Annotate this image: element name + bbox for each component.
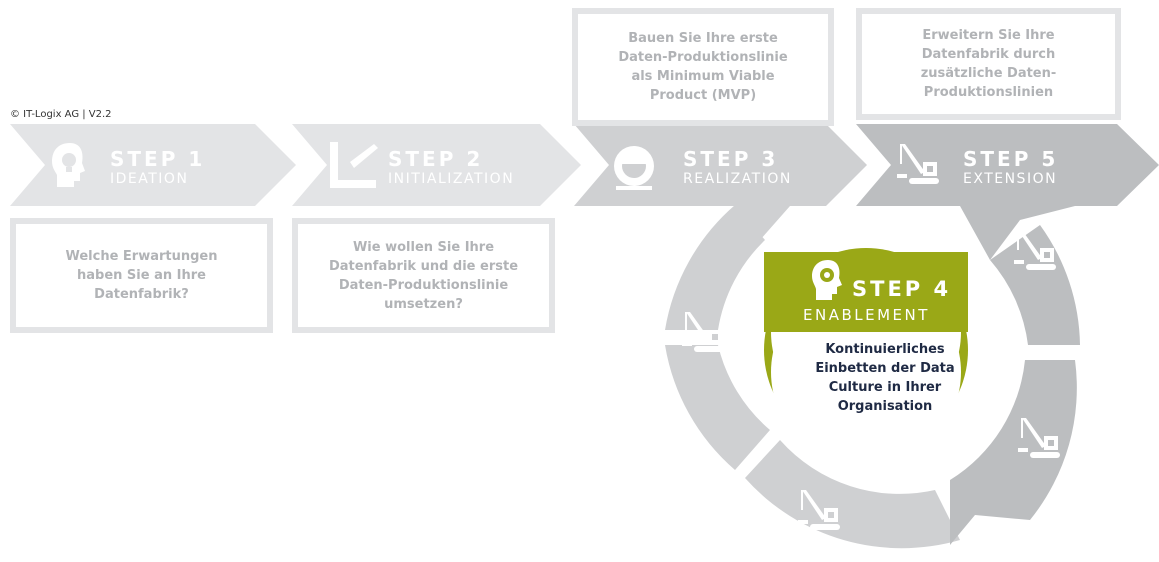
step4-title: STEP 4: [852, 278, 951, 300]
step1-name: IDEATION: [110, 171, 189, 187]
set-square-icon: [330, 142, 378, 188]
ring-segment-left: [665, 345, 770, 470]
step1-question-box: Welche Erwartungen haben Sie an Ihre Dat…: [10, 218, 273, 333]
step2-name: INITIALIZATION: [388, 171, 515, 187]
hardhat-gear-icon: [614, 146, 654, 190]
step3-number: STEP 3: [683, 147, 779, 171]
step1-number: STEP 1: [110, 147, 206, 171]
step2-question: Wie wollen Sie Ihre Datenfabrik und die …: [328, 239, 519, 312]
step2-number: STEP 2: [388, 147, 484, 171]
step3-question: Bauen Sie Ihre erste Daten-Produktionsli…: [618, 31, 788, 103]
step4-description: Kontinuierliches Einbetten der Data Cult…: [815, 342, 955, 414]
step4-band: [764, 252, 968, 332]
ring-segment-bottom-right: [950, 360, 1077, 545]
step2-question-box: Wie wollen Sie Ihre Datenfabrik und die …: [292, 218, 555, 333]
step5-name: EXTENSION: [963, 171, 1058, 187]
step1-arrow: [10, 124, 296, 206]
crane-icon: [1014, 230, 1056, 270]
step4-name-wrap: ENABLEMENT: [803, 306, 930, 324]
step1-question: Welche Erwartungen haben Sie an Ihre Dat…: [65, 249, 218, 302]
step5-number: STEP 5: [963, 147, 1059, 171]
ring-segment-top-left: [665, 205, 765, 330]
step4-number: STEP 4: [852, 277, 952, 301]
step1-title: STEP 1 IDEATION: [110, 148, 205, 188]
step3-title: STEP 3 REALIZATION: [683, 148, 792, 188]
crane-icon: [682, 312, 724, 352]
crane-icon: [897, 144, 939, 184]
step4-name: ENABLEMENT: [803, 306, 930, 324]
gear-head-icon: [812, 260, 842, 300]
crane-icon: [1018, 418, 1060, 458]
step5-arrow: [856, 124, 1159, 260]
lightbulb-head-icon: [52, 143, 85, 187]
copyright-text: © IT-Logix AG | V2.2: [10, 109, 112, 120]
crane-icon: [798, 490, 840, 530]
step3-name: REALIZATION: [683, 171, 792, 187]
step2-title: STEP 2 INITIALIZATION: [388, 148, 514, 188]
step5-question-box: Erweitern Sie Ihre Datenfabrik durch zus…: [856, 8, 1121, 120]
ring-segment-right: [990, 225, 1080, 345]
step5-title: STEP 5 EXTENSION: [963, 148, 1058, 188]
step5-question: Erweitern Sie Ihre Datenfabrik durch zus…: [920, 28, 1057, 100]
step3-question-box: Bauen Sie Ihre erste Daten-Produktionsli…: [572, 8, 834, 126]
